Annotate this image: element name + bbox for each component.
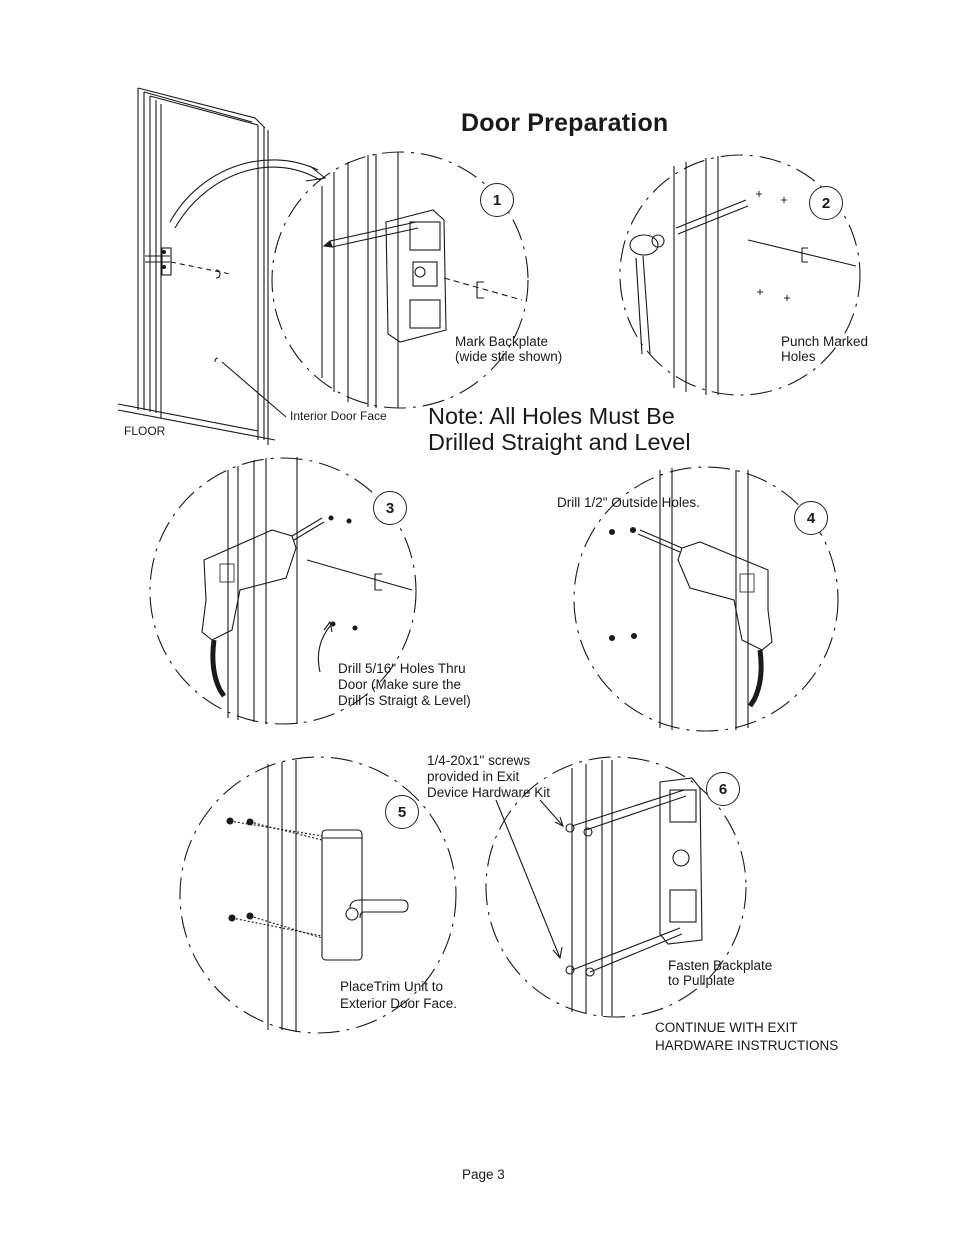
step-3-caption-line-3: Drill is Straigt & Level) xyxy=(338,693,471,708)
step-3-number: 3 xyxy=(373,491,407,525)
page-number: Page 3 xyxy=(462,1167,505,1182)
floor-label: FLOOR xyxy=(124,424,166,438)
step-5-number: 5 xyxy=(385,795,419,829)
screws-callout-line-3: Device Hardware Kit xyxy=(427,785,551,800)
interior-door-face-label: Interior Door Face xyxy=(290,409,387,423)
page-title: Door Preparation xyxy=(461,109,669,137)
screws-callout-line-1: 1/4-20x1" screws xyxy=(427,753,531,768)
note-line-2: Drilled Straight and Level xyxy=(428,429,691,455)
step-5-caption-line-1: PlaceTrim Unit to xyxy=(340,979,444,994)
step-5-illustration xyxy=(179,756,457,1034)
step-2-caption-line-1: Punch Marked xyxy=(781,334,869,349)
door-overview-illustration xyxy=(117,87,327,445)
step-6-number: 6 xyxy=(706,772,740,806)
step-4-number: 4 xyxy=(794,501,828,535)
step-1-illustration xyxy=(271,151,529,409)
step-3-illustration xyxy=(149,457,417,725)
step-4-illustration xyxy=(573,466,839,732)
note-line-1: Note: All Holes Must Be xyxy=(428,403,675,429)
step-3-caption-line-1: Drill 5/16" Holes Thru xyxy=(338,661,466,676)
step-1-number: 1 xyxy=(480,183,514,217)
step-2-number: 2 xyxy=(809,186,843,220)
step-2-illustration xyxy=(619,154,861,396)
step-6-caption-line-1: Fasten Backplate xyxy=(668,958,773,973)
continue-line-1: CONTINUE WITH EXIT xyxy=(655,1020,798,1035)
step-1-caption-line-2: (wide stile shown) xyxy=(455,349,563,364)
step-2-caption-line-2: Holes xyxy=(781,349,816,364)
step-5-caption-line-2: Exterior Door Face. xyxy=(340,996,458,1011)
step-6-caption-line-2: to Pullplate xyxy=(668,973,735,988)
screws-callout-line-2: provided in Exit xyxy=(427,769,520,784)
step-4-caption-line-1: Drill 1/2" Outside Holes. xyxy=(557,495,700,510)
continue-line-2: HARDWARE INSTRUCTIONS xyxy=(655,1038,839,1053)
step-6-illustration xyxy=(485,756,747,1018)
step-3-caption-line-2: Door (Make sure the xyxy=(338,677,462,692)
step-1-caption-line-1: Mark Backplate xyxy=(455,334,549,349)
